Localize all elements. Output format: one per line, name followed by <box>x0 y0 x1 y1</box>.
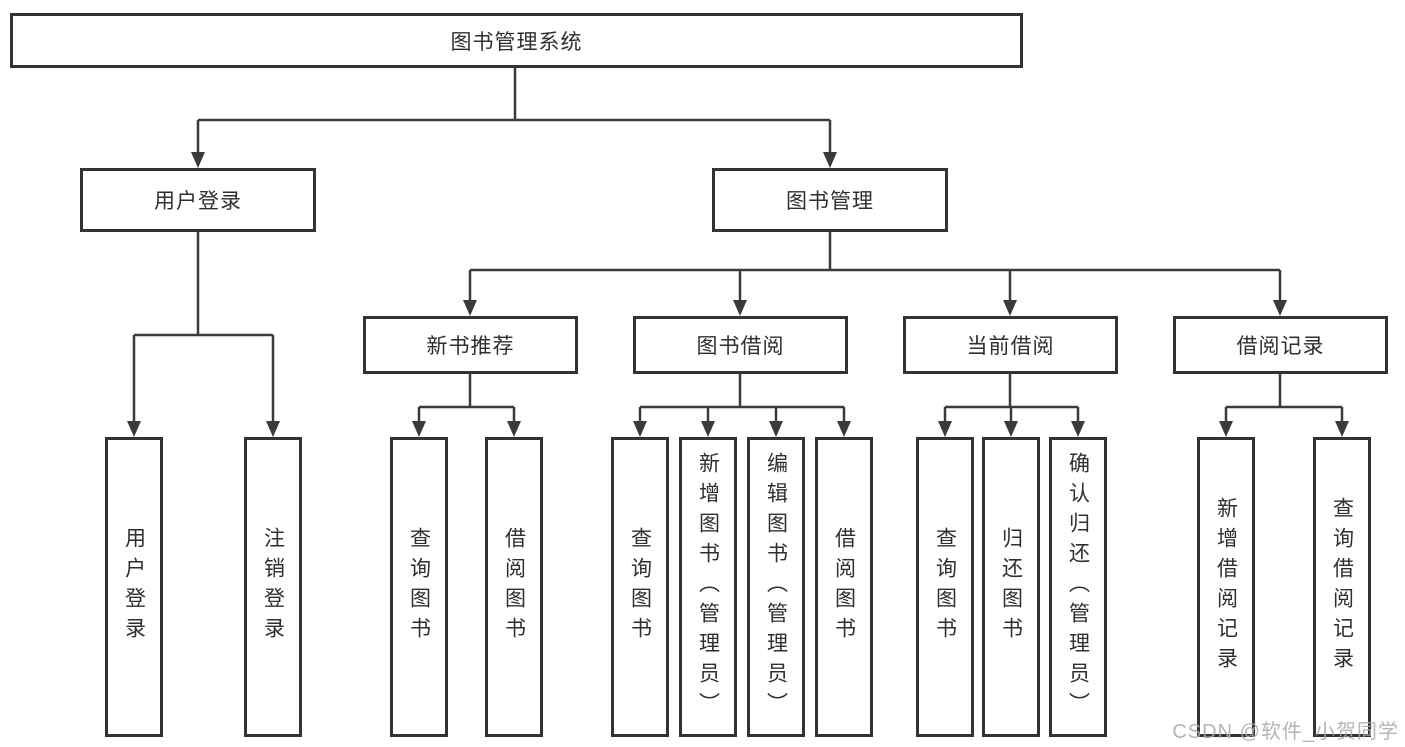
leaf-user-login-label: 用户登录 <box>122 527 146 647</box>
leaf-return-book-label: 归还图书 <box>999 527 1023 647</box>
leaf-borrow-book-recommend-label: 借阅图书 <box>502 527 526 647</box>
node-book-management-label: 图书管理 <box>786 190 874 213</box>
leaf-edit-book-admin-label: 编辑图书（管理员） <box>764 452 788 722</box>
arrowhead-group <box>127 152 1349 437</box>
node-current-borrow-label: 当前借阅 <box>966 335 1055 358</box>
node-root: 图书管理系统 <box>10 13 1023 68</box>
leaf-add-book-admin-label: 新增图书（管理员） <box>696 452 720 722</box>
node-borrow-record: 借阅记录 <box>1173 316 1388 374</box>
node-root-label: 图书管理系统 <box>450 30 583 54</box>
leaf-add-book-admin: 新增图书（管理员） <box>679 437 737 737</box>
leaf-confirm-return-admin-label: 确认归还（管理员） <box>1066 452 1090 722</box>
node-user-login: 用户登录 <box>80 168 316 232</box>
leaf-logout-login-label: 注销登录 <box>261 527 285 647</box>
leaf-borrow-book-recommend: 借阅图书 <box>485 437 543 737</box>
leaf-logout-login: 注销登录 <box>244 437 302 737</box>
leaf-user-login: 用户登录 <box>105 437 163 737</box>
leaf-query-book-current-label: 查询图书 <box>933 527 957 647</box>
leaf-add-borrow-record-label: 新增借阅记录 <box>1214 497 1238 677</box>
leaf-confirm-return-admin: 确认归还（管理员） <box>1049 437 1107 737</box>
node-borrow-record-label: 借阅记录 <box>1236 335 1325 358</box>
leaf-query-borrow-record: 查询借阅记录 <box>1313 437 1371 737</box>
leaf-query-book-label: 查询图书 <box>628 527 652 647</box>
leaf-add-borrow-record: 新增借阅记录 <box>1197 437 1255 737</box>
node-book-borrow-label: 图书借阅 <box>696 335 785 358</box>
leaf-edit-book-admin: 编辑图书（管理员） <box>747 437 805 737</box>
leaf-borrow-book-label: 借阅图书 <box>832 527 856 647</box>
leaf-borrow-book: 借阅图书 <box>815 437 873 737</box>
leaf-return-book: 归还图书 <box>982 437 1040 737</box>
csdn-watermark: CSDN @软件_小贺同学 <box>1172 721 1399 743</box>
leaf-query-book: 查询图书 <box>611 437 669 737</box>
leaf-query-book-recommend: 查询图书 <box>390 437 448 737</box>
node-new-book-recommend-label: 新书推荐 <box>426 335 515 358</box>
node-book-borrow: 图书借阅 <box>633 316 848 374</box>
node-current-borrow: 当前借阅 <box>903 316 1118 374</box>
leaf-query-book-current: 查询图书 <box>916 437 974 737</box>
leaf-query-borrow-record-label: 查询借阅记录 <box>1330 497 1354 677</box>
node-user-login-label: 用户登录 <box>154 190 242 213</box>
connector-line-group <box>132 68 1344 423</box>
leaf-query-book-recommend-label: 查询图书 <box>407 527 431 647</box>
node-new-book-recommend: 新书推荐 <box>363 316 578 374</box>
node-book-management: 图书管理 <box>712 168 948 232</box>
